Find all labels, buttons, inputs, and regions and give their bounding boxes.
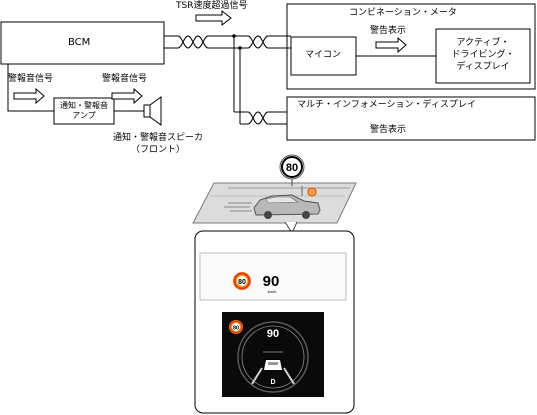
hud-panel — [199, 252, 347, 301]
can-bus-lines — [7, 35, 436, 125]
microcomputer-label: マイコン — [305, 50, 342, 60]
warning-display-arrow — [375, 36, 407, 54]
warning-display-label-1: 警告表示 — [370, 26, 407, 36]
mid-gauge — [237, 321, 309, 393]
mid-speed-value: 90 — [267, 328, 279, 340]
tsr-arrow — [195, 9, 232, 27]
speaker-label: 通知・警報音スピーカ （フロント） — [98, 132, 218, 156]
microcomputer-box — [290, 36, 357, 76]
bcm-label: BCM — [68, 37, 91, 48]
mid-gear-indicator: D — [270, 379, 275, 386]
sound-signal-label-2: 警報音信号 — [102, 74, 148, 84]
hud-speed-unit: km/h — [268, 289, 277, 294]
signal-arrows — [13, 9, 407, 105]
speaker-line1: 通知・警報音スピーカ — [112, 133, 203, 143]
amp-line1: 通知・警報音 — [60, 101, 108, 110]
warning-display-label-2: 警告表示 — [370, 125, 407, 135]
mid-sign-value: 80 — [233, 326, 239, 332]
active-display-line1: アクティブ・ — [456, 38, 510, 48]
speaker-line2: （フロント） — [130, 145, 185, 155]
sound-signal-arrow-2 — [111, 87, 143, 105]
combination-meter-label: コンビネーション・メータ — [349, 8, 457, 18]
active-display-label: アクティブ・ ドライビング・ ディスプレイ — [436, 37, 530, 73]
bcm-box — [0, 21, 165, 65]
tsr-signal-label: TSR速度超過信号 — [176, 1, 248, 11]
multi-info-display-label: マルチ・インフォメーション・ディスプレイ — [297, 100, 476, 110]
active-display-line2: ドライビング・ — [451, 50, 515, 60]
amp-label: 通知・警報音 アンプ — [54, 101, 114, 121]
hud-speed-value: 90 — [263, 273, 280, 290]
amp-line2: アンプ — [72, 111, 96, 120]
road-scene — [192, 182, 357, 235]
sound-signal-label-1: 警報音信号 — [8, 74, 54, 84]
hud-sign-icon — [233, 272, 251, 290]
mid-sign-icon — [229, 320, 243, 334]
sound-signal-arrow-1 — [13, 87, 45, 105]
car-icon — [253, 194, 321, 219]
speed-sign-value: 80 — [286, 162, 298, 174]
active-display-box — [435, 28, 531, 84]
multi-info-display-box — [286, 96, 536, 141]
mid-car-icon — [264, 360, 282, 370]
speaker-icon — [143, 96, 162, 126]
speed-sign-icon — [279, 154, 305, 186]
active-display-line3: ディスプレイ — [456, 62, 510, 72]
hud-sign-value: 80 — [238, 279, 246, 286]
